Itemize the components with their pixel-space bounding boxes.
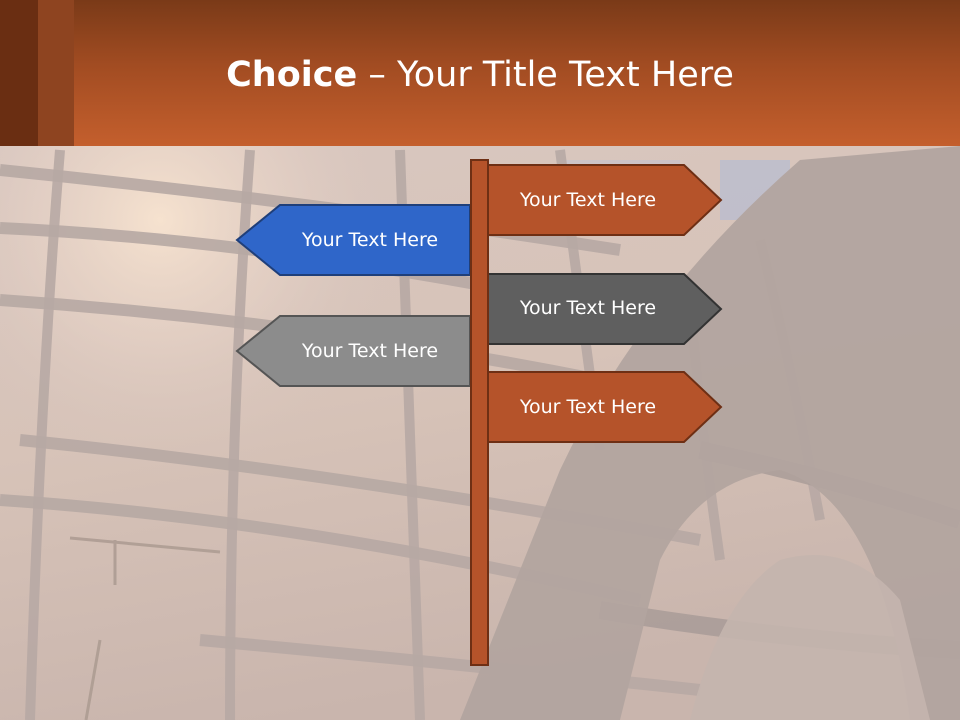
sign-left-bottom-label: Your Text Here [301, 340, 439, 362]
sign-right-top-label: Your Text Here [519, 189, 657, 211]
sign-right-bottom-label: Your Text Here [519, 396, 657, 418]
title-header-bar: Choice – Your Title Text Here [0, 0, 960, 146]
header-accent-block [0, 0, 38, 146]
slide-title-text: – Your Title Text Here [357, 55, 734, 95]
header-accent-block-secondary [38, 0, 74, 146]
sign-left-top-label: Your Text Here [301, 229, 439, 251]
slide-title: Choice – Your Title Text Here [0, 52, 960, 98]
slide-title-bold: Choice [226, 55, 358, 95]
sign-right-middle-label: Your Text Here [519, 297, 657, 319]
signpost-pole [470, 159, 489, 666]
